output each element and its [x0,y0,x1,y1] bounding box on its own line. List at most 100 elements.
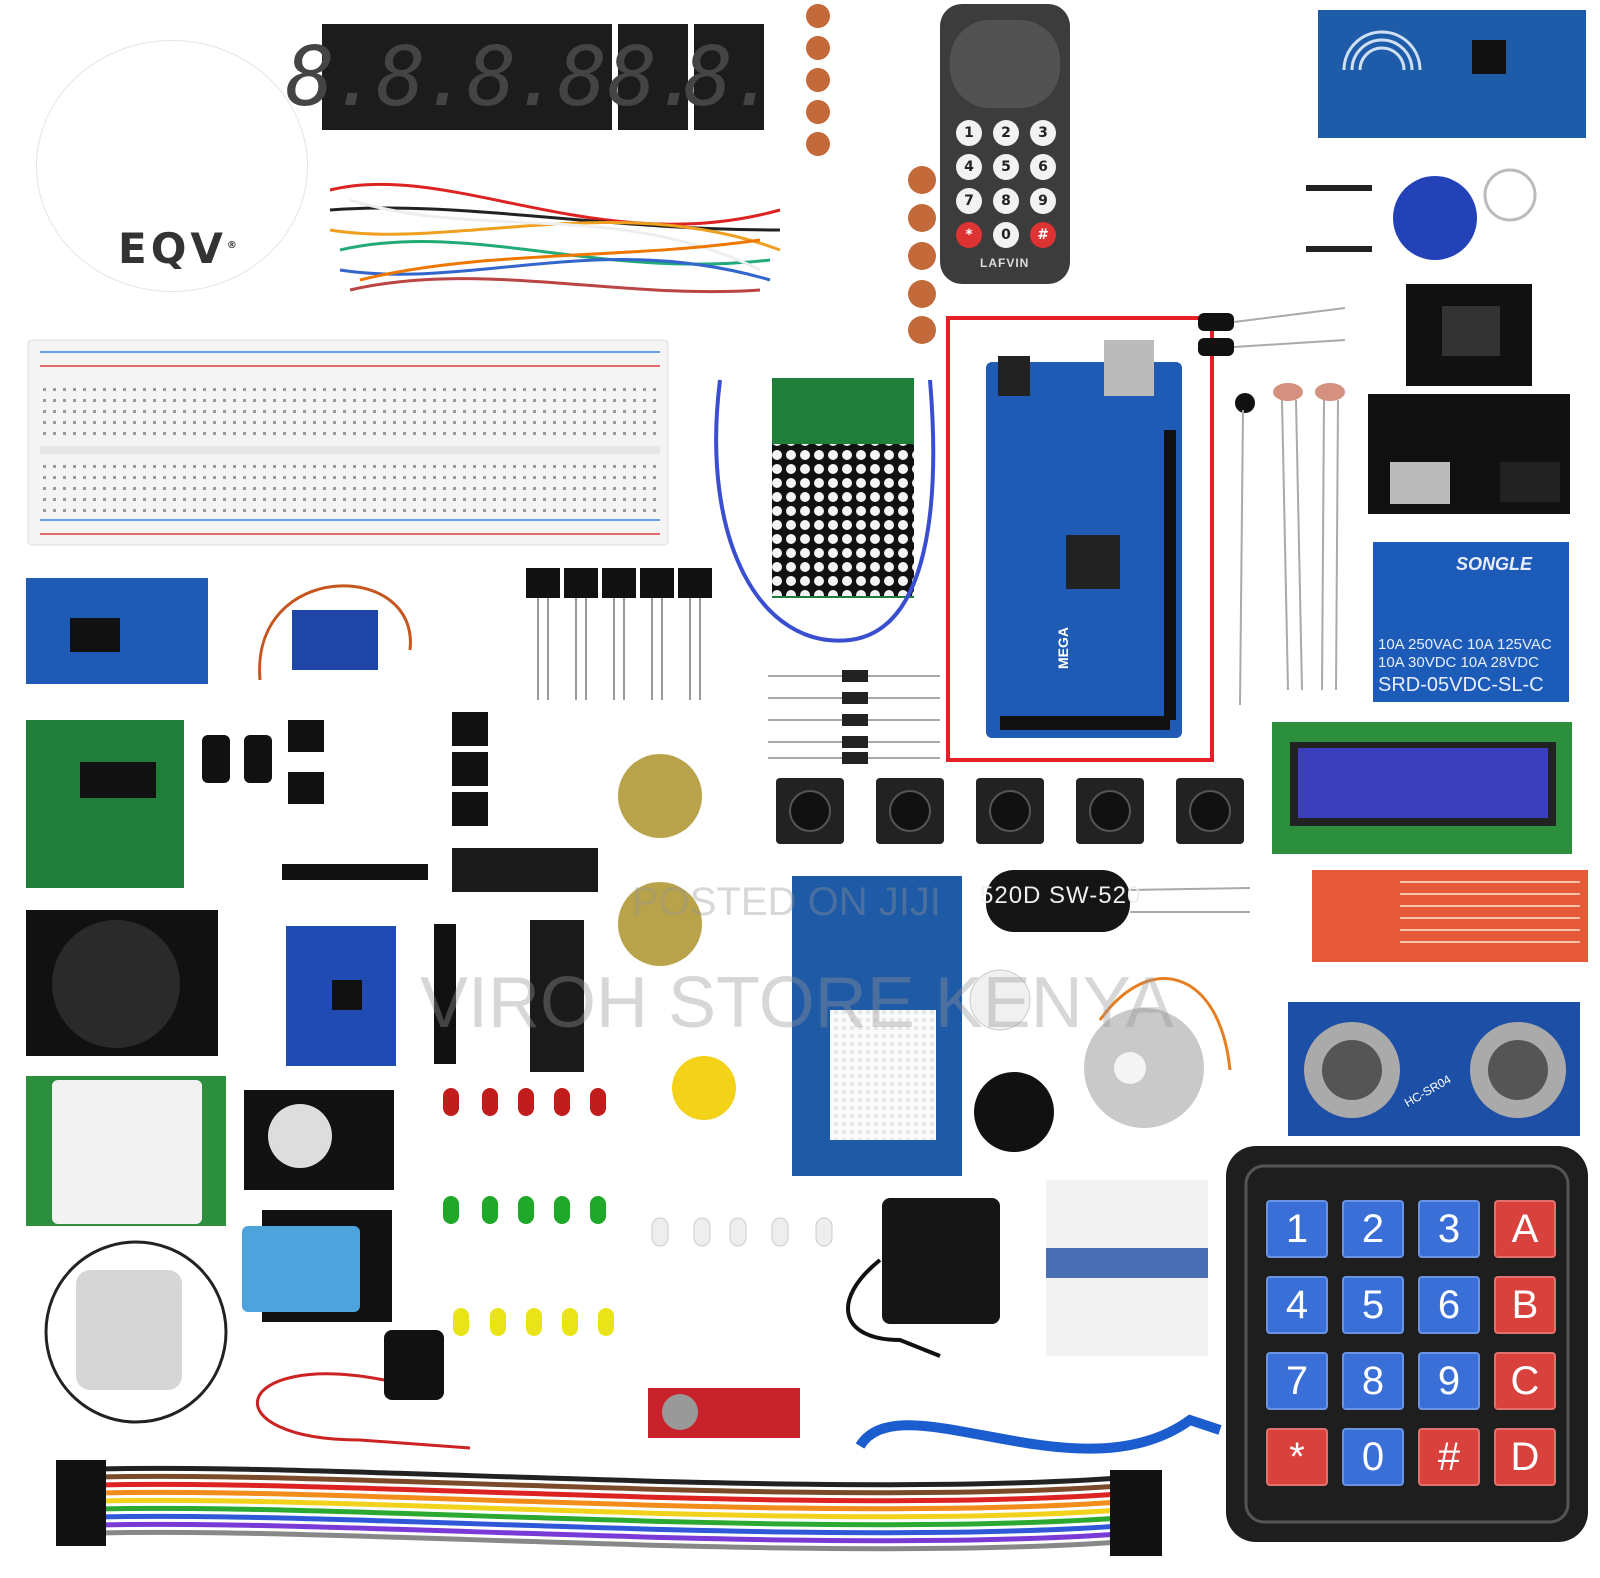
diodes [768,670,940,764]
electrolytic-capacitor [1198,313,1234,331]
relay-brand: SONGLE [1456,554,1533,574]
keypad-key-8: 8 [1342,1352,1404,1410]
keypad-key-d: D [1494,1428,1556,1486]
keypad-key-1: 1 [1266,1200,1328,1258]
stepper-driver-board [26,720,184,888]
power-adapter [882,1198,1000,1324]
keypad-key-5: 5 [1342,1276,1404,1334]
potentiometer [618,754,702,838]
dip-ic-vertical [530,920,584,1072]
electrolytic-capacitor [1198,338,1234,356]
usb-cable [855,1414,1222,1454]
keypad-key-0: 0 [1342,1428,1404,1486]
matrix-jumper-wires [714,379,936,643]
red-leds [443,1088,606,1116]
battery-snap [384,1330,444,1400]
keypad-key-a: A [1494,1200,1556,1258]
remote-key-0: 0 [993,222,1019,248]
display-digit: 8. [376,29,471,125]
remote-key-2: 2 [993,120,1019,146]
usb-b-port [1104,340,1154,396]
ceramic-capacitors-mid [908,166,936,344]
clear-leds [651,1217,833,1247]
breadboard-holes [42,384,658,516]
pin-headers [1306,185,1372,252]
display-digit: 8. [467,29,562,125]
keypad-key-3: 3 [1418,1200,1480,1258]
joystick-knob [52,920,180,1048]
yellow-leds [453,1308,614,1336]
servo-motor [292,610,378,670]
relay-model: SRD-05VDC-SL-C [1378,674,1544,696]
relay-rating-line1: 10A 250VAC 10A 125VAC [1378,636,1552,653]
potentiometer [618,882,702,966]
push-buttons [776,778,1244,844]
microcontroller-chip [1066,535,1120,589]
keypad-key-2: 2 [1342,1200,1404,1258]
ceramic-capacitors-top [806,4,830,156]
rainbow-ribbon-cable [69,1465,1121,1552]
rfid-key-tag [1393,176,1477,260]
photoresistor [1315,383,1345,401]
jumper-wires-bundle [329,182,781,294]
button-cap-yellow [672,1056,736,1120]
shift-register-ic [452,848,598,892]
dc-motor [76,1270,182,1390]
mega-board-label: MEGA [1055,627,1071,669]
water-level-sensor [1312,870,1588,962]
brand-logo: EQV® [118,224,241,273]
brand-logo-text: EQV [118,224,227,273]
photoresistor [1273,383,1303,401]
relay-module [1373,542,1569,702]
seven-segment-display-1digit: 8. [608,24,702,130]
watermark-line1: POSTED ON JIJI [632,880,941,924]
relay-rating-line2: 10A 30VDC 10A 28VDC [1378,654,1539,671]
tilt-switch [986,870,1130,932]
brand-logo-disc [36,40,308,292]
voltage-regulators [288,712,488,826]
remote-key-8: 8 [993,188,1019,214]
keypad-key-b: B [1494,1276,1556,1334]
electrolytic-capacitor [202,735,230,783]
electrolytic-capacitor [244,735,272,783]
dc-motor-wires [44,1240,228,1424]
dht11-sensor [242,1226,360,1312]
thermistor [1235,393,1255,413]
header-strip [282,864,428,880]
green-leds [443,1196,606,1224]
keypad-key-9: 9 [1418,1352,1480,1410]
active-buzzer [974,1072,1054,1152]
remote-key-5: 5 [993,154,1019,180]
watermark-line2: VIROH STORE KENYA [420,963,1174,1043]
rfid-reader-board [1318,10,1586,138]
remote-brand-label: LAFVIN [980,256,1030,270]
remote-key-3: 3 [1030,120,1056,146]
pir-dome [52,1080,202,1224]
brand-logo-mark: ® [226,240,241,251]
display-digit: 8. [607,29,703,125]
passive-buzzer [969,969,1031,1031]
keypad-key-7: 7 [1266,1352,1328,1410]
keypad-key-star: * [1266,1428,1328,1486]
keypad-key-hash: # [1418,1428,1480,1486]
remote-key-1: 1 [956,120,982,146]
display-digit: 8. [683,29,779,125]
remote-key-9: 9 [1030,188,1056,214]
keypad-key-4: 4 [1266,1276,1328,1334]
remote-key-6: 6 [1030,154,1056,180]
remote-key-7: 7 [956,188,982,214]
mega-board-highlight-frame [946,316,1214,762]
display-digit: 8. [285,29,381,125]
transistors [526,568,712,598]
remote-key-hash: # [1030,222,1056,248]
header-strip-vertical [434,924,456,1064]
seven-segment-display-1digit: 8. [684,24,778,130]
dc-jack [998,356,1030,396]
ir-remote-dpad [950,20,1060,108]
keypad-key-c: C [1494,1352,1556,1410]
keypad-key-6: 6 [1418,1276,1480,1334]
tilt-switch-label: 520D SW-520 [980,882,1142,909]
remote-key-star: * [956,222,982,248]
